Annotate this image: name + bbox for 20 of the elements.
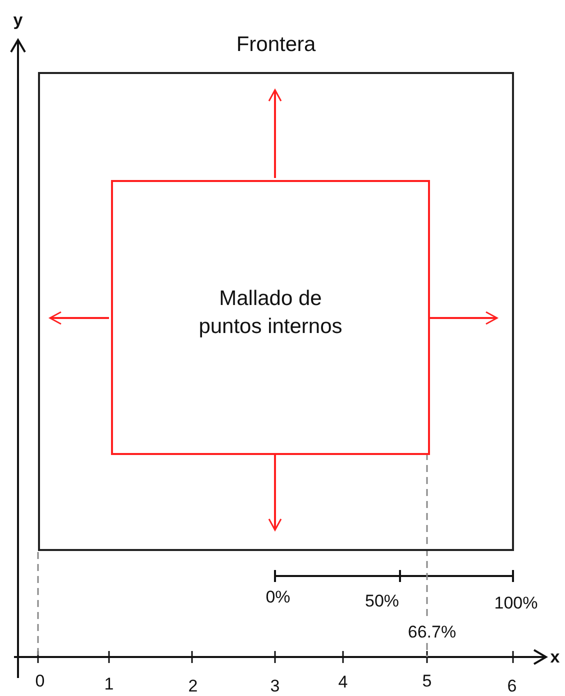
box-text: Mallado de puntos internos (198, 286, 344, 340)
arrow (49, 311, 109, 325)
arrow (268, 89, 282, 178)
axis-label: x (550, 648, 560, 666)
tick-label: 5 (422, 672, 432, 690)
mesh-box (111, 180, 430, 455)
tick-label: 4 (338, 674, 348, 690)
scale-label: 100% (494, 594, 538, 612)
arrow (268, 453, 282, 531)
box-title: Frontera (235, 34, 317, 55)
tick-label: 6 (507, 678, 517, 694)
scale-label: 0% (266, 588, 290, 606)
scale-label: 50% (364, 592, 400, 610)
tick-label: 0 (35, 672, 45, 690)
tick-label: 3 (270, 678, 280, 694)
arrow (428, 311, 498, 325)
tick-label: 2 (188, 678, 198, 694)
axis-label: y (13, 12, 23, 28)
scale-label: 66.7% (408, 624, 456, 640)
tick-label: 1 (104, 676, 114, 692)
